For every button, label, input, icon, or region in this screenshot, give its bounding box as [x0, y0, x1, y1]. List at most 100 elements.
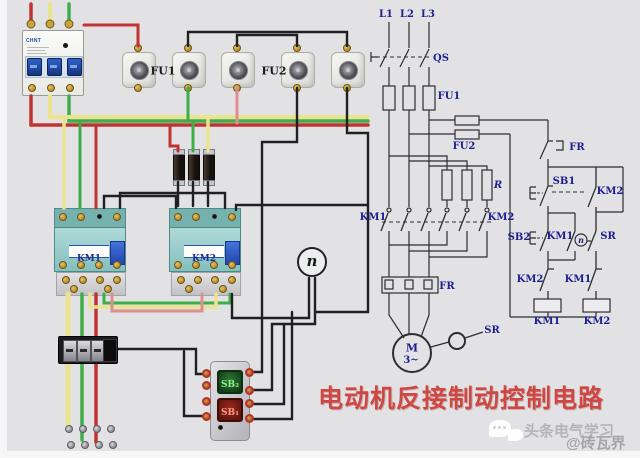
mount-screw	[79, 425, 87, 433]
photo-left-border	[0, 0, 7, 458]
stop-button: SB₁	[217, 398, 243, 422]
km2-label: KM2	[191, 254, 217, 264]
chat-bubbles-icon	[489, 420, 511, 437]
button-terminal-screw	[202, 369, 211, 378]
chat-bubbles-icon-small	[508, 429, 523, 441]
button-terminal-screw	[245, 386, 254, 395]
base-screw	[194, 276, 202, 284]
label-sb1: SB1	[552, 176, 576, 187]
schematic-main-circuit	[370, 22, 548, 373]
label-fr-contact: FR	[569, 142, 585, 153]
label-km1-main: KM1	[359, 212, 387, 223]
mount-screw	[93, 425, 101, 433]
mount-screw	[107, 425, 115, 433]
contactor-screw	[113, 213, 121, 221]
base-screw	[228, 276, 236, 284]
label-km1-hold: KM1	[546, 231, 574, 242]
photo-bottom-border	[0, 451, 640, 458]
contactor-km2: KM2	[169, 208, 241, 272]
start-button: SB₂	[217, 370, 243, 394]
base-screw	[70, 285, 78, 293]
contactor-screw	[228, 261, 236, 269]
label-motor: M	[405, 341, 419, 355]
label-sr-contact: SR	[600, 231, 616, 242]
fuse-holder-1	[122, 52, 156, 88]
base-screw	[96, 276, 104, 284]
label-km2-main: KM2	[487, 212, 515, 223]
label-r: R	[493, 180, 503, 191]
pushbutton-station: SB₂ SB₁	[210, 361, 250, 441]
fu2-panel-label: FU2	[261, 64, 287, 78]
motor-terminal-block	[58, 336, 118, 364]
breaker-bottom-screw	[66, 84, 74, 92]
button-terminal-screw	[245, 414, 254, 423]
stop-button-label: SB₁	[220, 408, 240, 418]
label-sr-shaft: SR	[484, 325, 500, 336]
fuse-cap	[289, 61, 308, 80]
mount-screw	[109, 441, 117, 449]
fuse-cap	[180, 61, 199, 80]
button-terminal-screw	[202, 397, 211, 406]
contactor-screw	[113, 261, 121, 269]
breaker-test-button	[63, 43, 68, 48]
label-n-small: n	[578, 235, 584, 245]
terminal-clamp	[63, 340, 77, 362]
contactor-screw	[174, 213, 182, 221]
contactor-screw	[77, 213, 85, 221]
fuse-holder-3	[221, 52, 255, 88]
watermark-text-2: @砖瓦界	[566, 435, 626, 452]
schematic-control-circuit	[509, 120, 624, 318]
contactor-km1: KM1	[54, 208, 126, 272]
speed-relay-label: n	[306, 252, 318, 270]
contactor-terminal-strip	[55, 209, 125, 228]
fuse-cap	[339, 61, 358, 80]
mount-screw	[95, 441, 103, 449]
breaker-toggle-3	[67, 58, 82, 76]
base-screw	[185, 285, 193, 293]
button-terminal-screw	[245, 368, 254, 377]
label-sb2: SB2	[507, 232, 531, 243]
contactor-screw	[95, 261, 103, 269]
button-terminal-screw	[202, 381, 211, 390]
contactor-screw	[59, 213, 67, 221]
label-fu1: FU1	[437, 91, 461, 102]
contactor-screw	[97, 214, 102, 219]
breaker-toggle-1	[27, 58, 42, 76]
label-l2: L2	[400, 9, 414, 20]
breaker-fineprint	[27, 53, 47, 54]
mount-screw	[67, 441, 75, 449]
contactor-nameplate: KM1	[69, 245, 109, 264]
label-km1-interlock: KM1	[564, 274, 592, 285]
terminal-end-cap	[103, 339, 117, 362]
speed-relay: n	[297, 247, 327, 277]
wire-harness	[29, 2, 370, 444]
fuse-holder-2	[172, 52, 206, 88]
label-fr-main: FR	[439, 281, 455, 292]
label-motor-phase: 3~	[403, 355, 419, 366]
fuse-cap	[130, 61, 149, 80]
contactor-screw	[212, 214, 217, 219]
mount-screw	[81, 441, 89, 449]
button-terminal-screw	[202, 412, 211, 421]
diagram-title: 电动机反接制动控制电路	[317, 385, 604, 413]
supply-screws	[26, 19, 74, 29]
base-screw	[62, 276, 70, 284]
contactor-screw	[59, 261, 67, 269]
label-qs: QS	[433, 53, 449, 64]
fu1-panel-label: FU1	[150, 64, 176, 78]
base-screw	[79, 276, 87, 284]
contactor-screw	[228, 213, 236, 221]
breaker-brand: CHNT	[26, 38, 42, 44]
km1-label: KM1	[76, 254, 102, 264]
breaker-fineprint	[27, 50, 45, 51]
label-fu2: FU2	[452, 141, 476, 152]
label-km1-coil: KM1	[533, 316, 561, 327]
terminal-clamp	[77, 340, 91, 362]
start-button-label: SB₂	[220, 380, 240, 390]
base-screw	[104, 285, 112, 293]
fuse-cap	[229, 61, 248, 80]
base-screw	[177, 276, 185, 284]
breaker-fineprint	[27, 47, 49, 48]
